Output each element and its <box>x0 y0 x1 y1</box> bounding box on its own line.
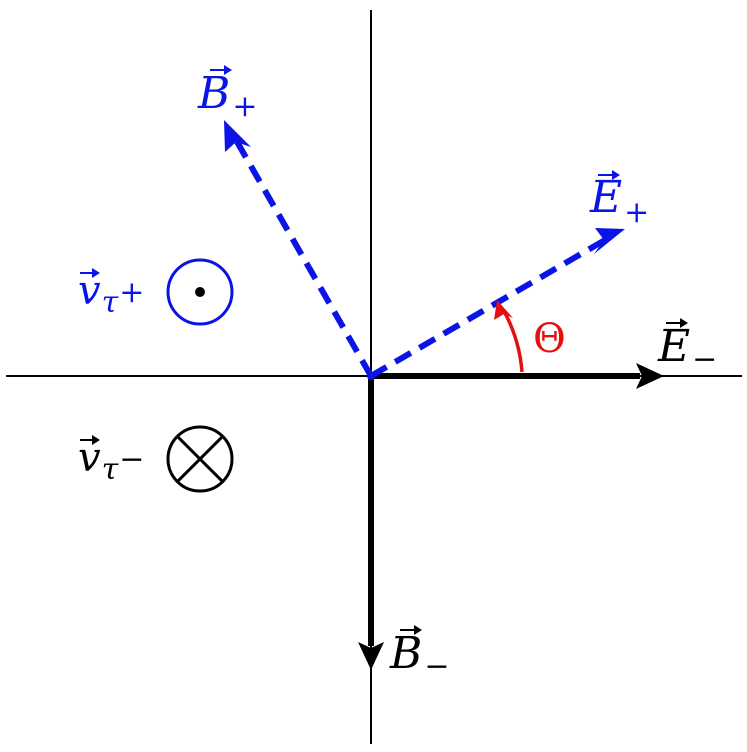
label-v-tau-minus: vτ− <box>78 435 144 487</box>
b-minus-vector <box>358 376 384 670</box>
label-b-minus: B− <box>389 625 449 684</box>
label-theta: Θ <box>533 316 566 362</box>
label-e-minus: E− <box>657 318 717 377</box>
svg-text:B−: B− <box>389 628 449 684</box>
e-minus-vector <box>371 363 664 389</box>
svg-text:E−: E− <box>657 321 717 377</box>
label-b-plus: B+ <box>197 65 257 124</box>
svg-text:B+: B+ <box>197 68 257 124</box>
origin-point <box>367 372 375 380</box>
svg-text:vτ+: vτ+ <box>78 268 144 320</box>
svg-text:vτ−: vτ− <box>78 435 144 487</box>
label-e-plus: E+ <box>589 170 649 230</box>
circle-cross-icon <box>166 425 234 493</box>
svg-text:E+: E+ <box>589 172 649 230</box>
b-plus-vector <box>224 120 374 378</box>
label-v-tau-plus: vτ+ <box>78 268 144 320</box>
theta-angle-arc <box>494 300 524 373</box>
e-plus-vector <box>369 228 625 379</box>
circle-dot-icon <box>166 258 234 326</box>
